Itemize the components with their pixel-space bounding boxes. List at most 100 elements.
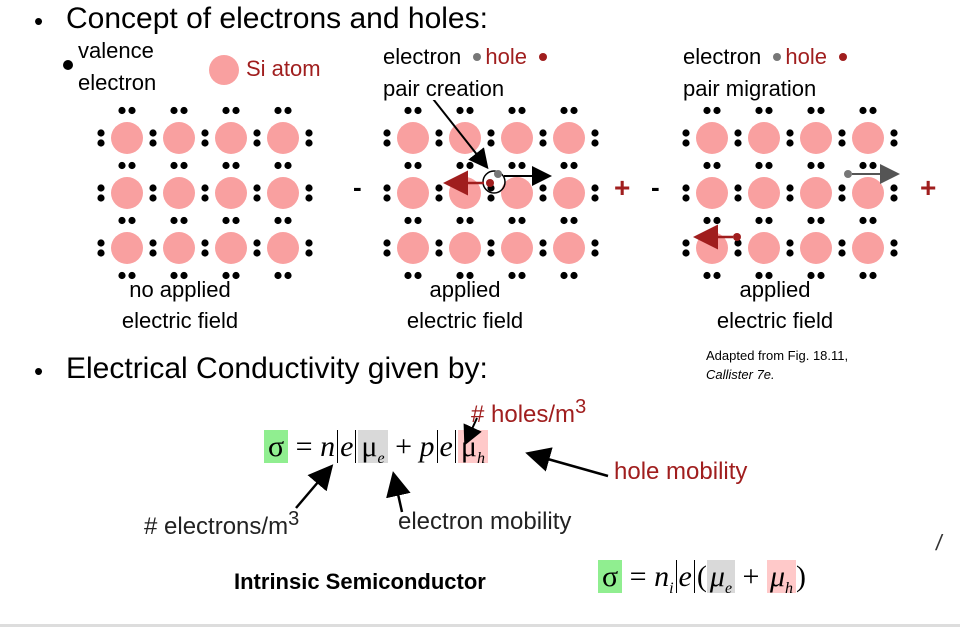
bullet-dot-1: • (34, 6, 44, 36)
var-n-i: n (654, 560, 670, 593)
si-atom (852, 177, 884, 209)
panel3-caption-line2: electric field (716, 308, 834, 333)
valence-electron (149, 249, 157, 257)
valence-electron (383, 184, 391, 192)
si-atom (553, 232, 585, 264)
valence-electron (570, 216, 578, 225)
valence-electron (404, 161, 412, 170)
valence-electron (560, 161, 568, 170)
valence-electron (591, 139, 599, 147)
sigma-symbol: σ (264, 430, 289, 463)
valence-electron (682, 129, 690, 137)
valence-electron (456, 106, 464, 115)
valence-electron (435, 139, 443, 147)
valence-electron (570, 106, 578, 115)
valence-electron (508, 216, 516, 225)
panel2-hole-label: hole (485, 44, 527, 69)
valence-electron (859, 106, 867, 115)
valence-electron (786, 139, 794, 147)
si-atom (696, 122, 728, 154)
valence-electron (180, 161, 188, 170)
electrons-per-m3-label: # electrons/m3 (144, 508, 300, 540)
electron-dot-icon (773, 53, 782, 61)
si-atom (111, 232, 143, 264)
valence-electron (518, 216, 526, 225)
hole-marker (733, 233, 741, 241)
panel3-electron-label: electron hole (683, 44, 848, 70)
si-atom (163, 122, 195, 154)
annotation-arrows (295, 417, 609, 513)
legend-valence-line2: electron (78, 70, 157, 95)
si-atom (800, 122, 832, 154)
valence-electron (807, 106, 815, 115)
valence-electron (383, 129, 391, 137)
valence-electron (508, 271, 516, 280)
si-atom (215, 177, 247, 209)
valence-electron (383, 239, 391, 247)
plus-sign: + (395, 430, 413, 463)
close-paren: ) (796, 560, 807, 593)
valence-electron (253, 194, 261, 202)
valence-electron (869, 106, 877, 115)
var-e-2: e (436, 430, 456, 463)
valence-electron (786, 184, 794, 192)
si-atom (111, 122, 143, 154)
valence-electron (713, 106, 721, 115)
valence-electron (591, 239, 599, 247)
valence-electron (232, 216, 240, 225)
valence-electron (869, 271, 877, 280)
valence-electron (755, 161, 763, 170)
panel2-plus-sign: + (614, 172, 631, 203)
valence-electron (703, 106, 711, 115)
valence-electron (222, 271, 230, 280)
valence-electron (807, 216, 815, 225)
holes-arrow (463, 417, 482, 446)
valence-electron (383, 194, 391, 202)
si-atom (696, 177, 728, 209)
valence-electron (890, 129, 898, 137)
valence-electron (414, 271, 422, 280)
var-n: n (320, 430, 336, 463)
valence-electron (869, 161, 877, 170)
valence-electron (128, 216, 136, 225)
valence-electron (232, 161, 240, 170)
valence-electron (201, 249, 209, 257)
source-line1: Adapted from Fig. 18.11, (706, 348, 849, 363)
si-atom (397, 232, 429, 264)
valence-electron (97, 184, 105, 192)
valence-electron (274, 271, 282, 280)
valence-electron (838, 249, 846, 257)
valence-electron (859, 271, 867, 280)
valence-electron (128, 161, 136, 170)
valence-electron (274, 161, 282, 170)
si-atom (748, 232, 780, 264)
valence-electron (786, 239, 794, 247)
valence-electron (539, 249, 547, 257)
valence-electron (466, 161, 474, 170)
valence-electron (253, 239, 261, 247)
si-atom (397, 177, 429, 209)
holes-per-m3-label: # holes/m3 (471, 396, 587, 428)
valence-electron (682, 184, 690, 192)
valence-electron (734, 239, 742, 247)
valence-electron (838, 194, 846, 202)
hole-mobility-arrow (525, 447, 609, 478)
mu-h-2: μh (766, 560, 797, 597)
valence-electron (487, 239, 495, 247)
valence-electron (518, 271, 526, 280)
valence-electron (807, 271, 815, 280)
mu-e: μe (358, 430, 388, 467)
valence-electron (890, 239, 898, 247)
si-atom (501, 122, 533, 154)
heading-concept: Concept of electrons and holes: (66, 2, 488, 35)
valence-electron (305, 239, 313, 247)
valence-electron (170, 271, 178, 280)
valence-electron (305, 139, 313, 147)
var-e: e (337, 430, 357, 463)
valence-electron (253, 184, 261, 192)
var-e-3: e (675, 560, 695, 593)
panel3-hole-label: hole (785, 44, 827, 69)
equals-sign: = (295, 430, 313, 463)
valence-electron (170, 106, 178, 115)
